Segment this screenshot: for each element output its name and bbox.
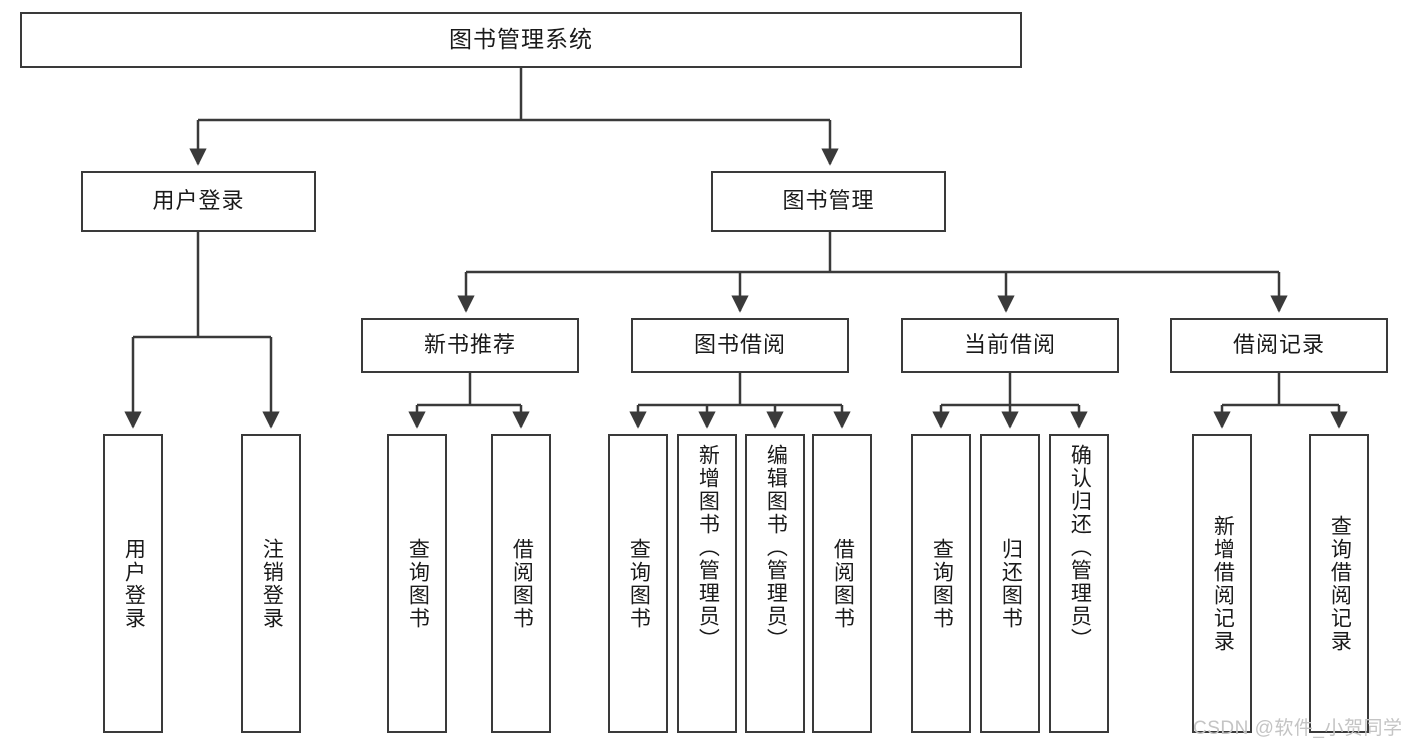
node-label: 借阅图书 bbox=[510, 537, 534, 630]
leaf-query-borrow-record[interactable]: 查询借阅记录 bbox=[1309, 434, 1369, 733]
node-label: 图书管理系统 bbox=[449, 26, 593, 53]
csdn-watermark: CSDN @软件_小贺同学 bbox=[1193, 718, 1403, 739]
node-label: 编辑图书（管理员） bbox=[764, 444, 788, 651]
node-label: 确认归还（管理员） bbox=[1068, 444, 1092, 651]
node-borrow-record[interactable]: 借阅记录 bbox=[1170, 318, 1388, 373]
node-root-book-management-system[interactable]: 图书管理系统 bbox=[20, 12, 1022, 68]
leaf-query-book-new[interactable]: 查询图书 bbox=[387, 434, 447, 733]
leaf-borrow-book-new[interactable]: 借阅图书 bbox=[491, 434, 551, 733]
node-label: 图书管理 bbox=[782, 188, 875, 214]
leaf-query-book-borrow[interactable]: 查询图书 bbox=[608, 434, 668, 733]
leaf-return-book[interactable]: 归还图书 bbox=[980, 434, 1040, 733]
node-label: 查询图书 bbox=[930, 537, 954, 630]
node-current-borrow[interactable]: 当前借阅 bbox=[901, 318, 1119, 373]
node-book-management[interactable]: 图书管理 bbox=[711, 171, 946, 232]
node-label: 查询借阅记录 bbox=[1328, 514, 1352, 653]
node-new-book-recommend[interactable]: 新书推荐 bbox=[361, 318, 579, 373]
leaf-borrow-book[interactable]: 借阅图书 bbox=[812, 434, 872, 733]
node-label: 用户登录 bbox=[152, 188, 245, 214]
leaf-confirm-return-admin[interactable]: 确认归还（管理员） bbox=[1049, 434, 1109, 733]
node-label: 归还图书 bbox=[999, 537, 1023, 630]
node-label: 查询图书 bbox=[406, 537, 430, 630]
leaf-add-book-admin[interactable]: 新增图书（管理员） bbox=[677, 434, 737, 733]
leaf-add-borrow-record[interactable]: 新增借阅记录 bbox=[1192, 434, 1252, 733]
node-label: 新增借阅记录 bbox=[1211, 514, 1235, 653]
leaf-edit-book-admin[interactable]: 编辑图书（管理员） bbox=[745, 434, 805, 733]
node-label: 用户登录 bbox=[122, 537, 146, 630]
node-user-login[interactable]: 用户登录 bbox=[81, 171, 316, 232]
node-book-borrow[interactable]: 图书借阅 bbox=[631, 318, 849, 373]
node-label: 新书推荐 bbox=[423, 332, 516, 358]
node-label: 查询图书 bbox=[627, 537, 651, 630]
leaf-logout[interactable]: 注销登录 bbox=[241, 434, 301, 733]
leaf-query-book-current[interactable]: 查询图书 bbox=[911, 434, 971, 733]
node-label: 图书借阅 bbox=[693, 332, 786, 358]
node-label: 注销登录 bbox=[260, 537, 284, 630]
node-label: 当前借阅 bbox=[963, 332, 1056, 358]
node-label: 借阅图书 bbox=[831, 537, 855, 630]
node-label: 借阅记录 bbox=[1232, 332, 1325, 358]
leaf-user-login[interactable]: 用户登录 bbox=[103, 434, 163, 733]
node-label: 新增图书（管理员） bbox=[696, 444, 720, 651]
